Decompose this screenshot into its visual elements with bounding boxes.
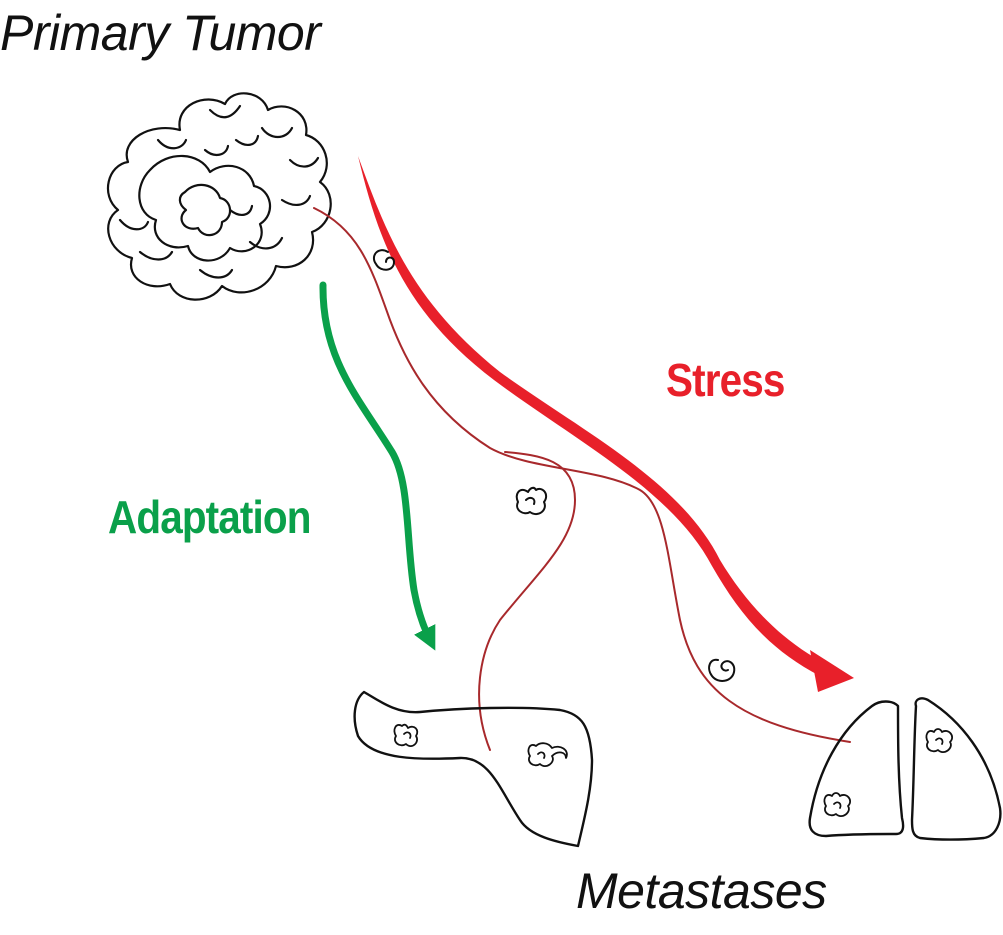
cell-cluster-icon — [708, 658, 736, 682]
stress-label: Stress — [666, 354, 785, 406]
cell-cluster-icon — [925, 728, 954, 754]
metastases-label: Metastases — [576, 863, 827, 919]
cell-cluster-icon — [372, 249, 395, 271]
lungs-organ-icon — [808, 697, 1002, 841]
primary-tumor-label: Primary Tumor — [0, 5, 321, 61]
cell-cluster-icon — [527, 742, 568, 768]
adaptation-arrow — [319, 281, 436, 651]
tumor-cluster-icon — [107, 92, 332, 301]
cell-trajectories — [313, 207, 851, 751]
cell-cluster-icon — [515, 486, 548, 516]
stress-arrow — [358, 156, 854, 692]
adaptation-label: Adaptation — [108, 491, 311, 543]
cell-cluster-icon — [393, 723, 419, 748]
liver-organ-icon — [353, 690, 594, 848]
cell-cluster-icon — [823, 792, 852, 818]
